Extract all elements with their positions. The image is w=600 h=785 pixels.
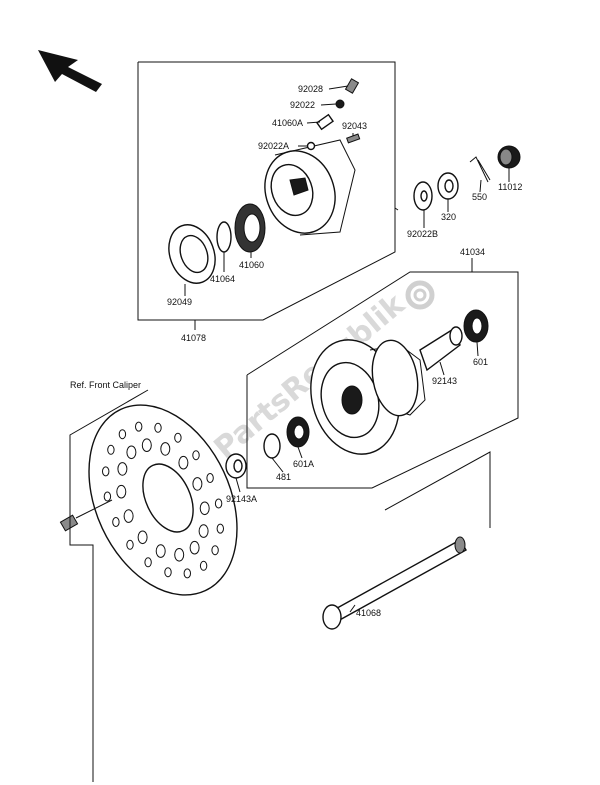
disc-hole <box>102 466 110 477</box>
disc-hole <box>116 484 127 499</box>
disc-hole <box>117 462 128 476</box>
disc-hole <box>154 422 162 433</box>
axle-41068 <box>322 536 467 630</box>
front-direction-arrow-icon <box>38 50 102 92</box>
disc-hole <box>164 567 172 578</box>
disc-hole <box>141 438 152 453</box>
assembly-box-41078 <box>137 61 396 321</box>
disc-holes <box>102 421 225 579</box>
disc-hole <box>155 544 166 558</box>
gear-icon <box>405 280 435 310</box>
disc-hole <box>211 545 219 556</box>
collar-92143 <box>419 326 463 372</box>
bearing-601 <box>463 309 489 343</box>
washer-92022b <box>413 181 433 211</box>
label-92049: 92049 <box>167 297 192 307</box>
cotter-pin-550 <box>469 156 491 183</box>
assembly-box-41034 <box>246 271 519 489</box>
label-41078: 41078 <box>181 333 206 343</box>
disc-hole <box>112 517 120 527</box>
grease-nipple-group <box>306 78 361 151</box>
label-41060a: 41060A <box>272 118 303 128</box>
seal-92049 <box>168 224 216 284</box>
disc-hole <box>199 501 210 516</box>
disc-hole <box>107 444 115 455</box>
disc-hole <box>198 524 209 538</box>
label-11012: 11012 <box>498 182 522 192</box>
label-92022a: 92022A <box>258 141 289 151</box>
label-92143a: 92143A <box>226 494 257 504</box>
disc-hole <box>178 455 189 470</box>
label-481: 481 <box>276 472 291 482</box>
cap-11012 <box>497 145 521 169</box>
leader-lines <box>184 85 510 613</box>
label-41060: 41060 <box>239 260 264 270</box>
collar-92143a <box>225 453 247 479</box>
disc-hole <box>144 557 152 568</box>
disc-hole <box>135 421 143 432</box>
disc-hole <box>103 491 112 502</box>
label-92022: 92022 <box>290 100 315 110</box>
label-41064: 41064 <box>210 274 235 284</box>
disc-hole <box>192 450 200 461</box>
label-92028: 92028 <box>298 84 323 94</box>
ring-41064 <box>216 221 232 253</box>
disc-hole <box>192 477 203 491</box>
nut-320 <box>437 172 459 200</box>
disc-bolt <box>59 499 113 532</box>
disc-hole <box>214 498 223 509</box>
part-labels: 92028 92022 41060A 92043 92022A 92022B 3… <box>70 84 522 618</box>
disc-hole <box>174 432 182 443</box>
sprocket-41060 <box>234 203 266 253</box>
label-601a: 601A <box>293 459 314 469</box>
disc-hole <box>126 539 134 550</box>
disc-hole <box>137 530 148 545</box>
disc-hole <box>118 429 127 440</box>
disc-hole <box>216 523 225 534</box>
caliper-reference-box <box>69 389 149 782</box>
axle-box <box>384 451 491 528</box>
label-92143: 92143 <box>432 376 457 386</box>
circlip-481 <box>263 433 281 459</box>
label-92043: 92043 <box>342 121 367 131</box>
label-320: 320 <box>441 212 456 222</box>
disc-hole <box>199 560 208 571</box>
brake-disc <box>88 404 238 596</box>
label-ref-front-caliper: Ref. Front Caliper <box>70 380 141 390</box>
label-601: 601 <box>473 357 488 367</box>
label-550: 550 <box>472 192 487 202</box>
disc-hole <box>174 548 185 562</box>
disc-hole <box>206 473 214 483</box>
wheel-hub <box>310 339 426 455</box>
coupling-housing <box>264 139 356 236</box>
disc-hole <box>189 540 200 555</box>
disc-hole <box>183 568 192 579</box>
label-92022b: 92022B <box>407 229 438 239</box>
disc-hole <box>126 445 137 460</box>
disc-hole <box>160 442 171 456</box>
bearing-601a <box>286 416 310 448</box>
label-41068: 41068 <box>356 608 381 618</box>
label-41034: 41034 <box>460 247 485 257</box>
disc-hole <box>123 509 134 523</box>
